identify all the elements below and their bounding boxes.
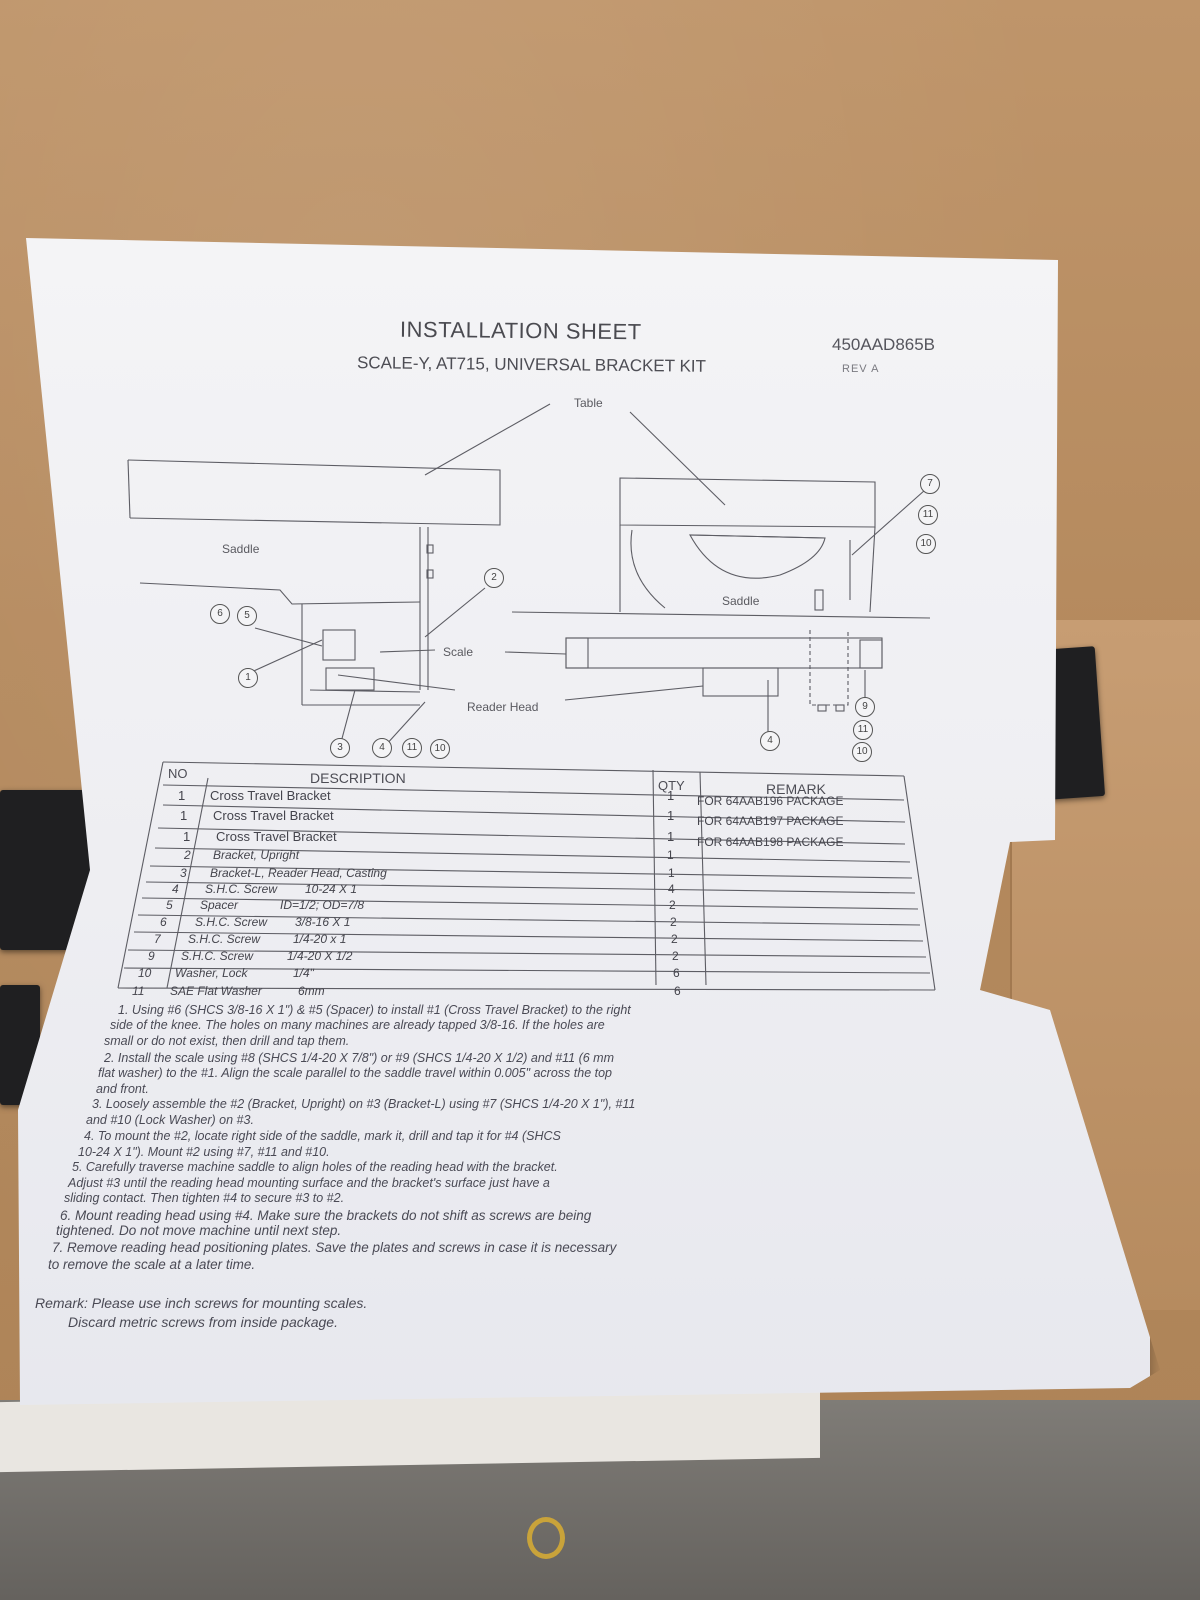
callout-10: 10 [430, 739, 450, 759]
col-header-description: DESCRIPTION [310, 770, 406, 786]
cell-spec: ID=1/2; OD=7/8 [280, 898, 365, 912]
cell-no: 1 [180, 808, 188, 823]
instruction-line: 10-24 X 1"). Mount #2 using #7, #11 and … [78, 1145, 330, 1159]
instruction-line: tightened. Do not move machine until nex… [56, 1223, 342, 1238]
cell-qty: 1 [667, 829, 675, 844]
remark-line-2: Discard metric screws from inside packag… [68, 1314, 338, 1330]
instruction-line: 2. Install the scale using #8 (SHCS 1/4-… [104, 1051, 615, 1065]
cell-description: Washer, Lock [175, 966, 248, 980]
callout-11b-right: 11 [853, 720, 873, 740]
callout-10-right: 10 [916, 534, 936, 554]
instruction-line: 7. Remove reading head positioning plate… [52, 1240, 617, 1255]
cell-no: 9 [148, 949, 155, 963]
cell-description: SAE Flat Washer [170, 984, 262, 998]
col-header-remark: REMARK [766, 781, 826, 797]
instruction-line: and front. [96, 1082, 149, 1096]
cell-no: 7 [154, 932, 161, 946]
instruction-line: Adjust #3 until the reading head mountin… [68, 1176, 550, 1190]
cell-qty: 6 [674, 984, 681, 998]
installation-sheet-paper [18, 238, 1150, 1405]
callout-10b-right: 10 [852, 742, 872, 762]
brass-washer [527, 1517, 565, 1559]
callout-4-right: 4 [760, 731, 780, 751]
cell-description: S.H.C. Screw [188, 932, 261, 946]
callout-2: 2 [484, 568, 504, 588]
cell-no: 1 [178, 788, 186, 803]
cell-qty: 4 [668, 882, 675, 896]
instruction-line: 5. Carefully traverse machine saddle to … [72, 1160, 558, 1174]
cell-qty: 2 [670, 915, 677, 929]
col-header-qty: QTY [658, 778, 685, 793]
instruction-line: to remove the scale at a later time. [48, 1257, 256, 1272]
callout-4: 4 [372, 738, 392, 758]
cell-description: S.H.C. Screw [205, 882, 278, 896]
cell-spec: 1/4-20 x 1 [293, 932, 347, 946]
cell-remark: FOR 64AAB196 PACKAGE [697, 794, 844, 808]
cell-no: 11 [132, 984, 145, 998]
instruction-line: 3. Loosely assemble the #2 (Bracket, Upr… [92, 1097, 636, 1111]
label-reader-head: Reader Head [467, 700, 539, 714]
cell-no: 10 [138, 966, 152, 980]
instruction-line: flat washer) to the #1. Align the scale … [98, 1066, 612, 1080]
cell-no: 1 [183, 829, 191, 844]
cell-remark: FOR 64AAB198 PACKAGE [697, 835, 844, 849]
callout-1: 1 [238, 668, 258, 688]
callout-11-right: 11 [918, 505, 938, 525]
cell-description: Bracket-L, Reader Head, Casting [210, 866, 387, 880]
callout-7-right: 7 [920, 474, 940, 494]
instruction-line: side of the knee. The holes on many mach… [110, 1018, 605, 1032]
cell-qty: 6 [673, 966, 680, 980]
instruction-line: small or do not exist, then drill and ta… [104, 1034, 350, 1048]
cell-qty: 2 [671, 932, 678, 946]
cell-spec: 10-24 X 1 [305, 882, 358, 896]
label-scale: Scale [443, 645, 474, 659]
revision-label: REV A [842, 363, 880, 375]
cell-description: Bracket, Upright [213, 848, 300, 862]
cell-description: Cross Travel Bracket [216, 829, 337, 844]
callout-11: 11 [402, 738, 422, 758]
cell-remark: FOR 64AAB197 PACKAGE [697, 814, 844, 828]
cell-spec: 6mm [298, 984, 325, 998]
col-header-no: NO [168, 766, 188, 781]
cell-qty: 1 [668, 866, 675, 880]
cell-spec: 1/4" [293, 966, 314, 980]
cell-spec: 1/4-20 X 1/2 [287, 949, 353, 963]
cell-description: S.H.C. Screw [195, 915, 268, 929]
instruction-line: 4. To mount the #2, locate right side of… [84, 1129, 561, 1143]
cell-qty: 2 [669, 898, 676, 912]
instruction-line: and #10 (Lock Washer) on #3. [86, 1113, 254, 1127]
remark-line-1: Remark: Please use inch screws for mount… [35, 1295, 368, 1311]
cell-no: 2 [184, 848, 191, 862]
cell-description: Spacer [200, 898, 239, 912]
cell-description: Cross Travel Bracket [210, 788, 331, 803]
cell-description: S.H.C. Screw [181, 949, 254, 963]
label-saddle-right: Saddle [722, 594, 760, 608]
instruction-line: 1. Using #6 (SHCS 3/8-16 X 1") & #5 (Spa… [118, 1003, 631, 1017]
cell-no: 4 [172, 882, 179, 896]
cell-qty: 2 [672, 949, 679, 963]
cell-description: Cross Travel Bracket [213, 808, 334, 823]
cell-qty: 1 [667, 788, 675, 803]
cell-no: 3 [180, 866, 187, 880]
cell-qty: 1 [667, 808, 675, 823]
callout-5: 5 [237, 606, 257, 626]
instruction-line: 6. Mount reading head using #4. Make sur… [60, 1208, 592, 1223]
cell-spec: 3/8-16 X 1 [295, 915, 351, 929]
instruction-line: sliding contact. Then tighten #4 to secu… [64, 1191, 345, 1205]
callout-6: 6 [210, 604, 230, 624]
cell-no: 6 [160, 915, 167, 929]
label-saddle-left: Saddle [222, 542, 260, 556]
callout-9-right: 9 [855, 697, 875, 717]
cell-qty: 1 [667, 848, 674, 862]
document-number: 450AAD865B [832, 335, 936, 354]
label-table: Table [574, 396, 603, 410]
cell-no: 5 [166, 898, 173, 912]
callout-3: 3 [330, 738, 350, 758]
